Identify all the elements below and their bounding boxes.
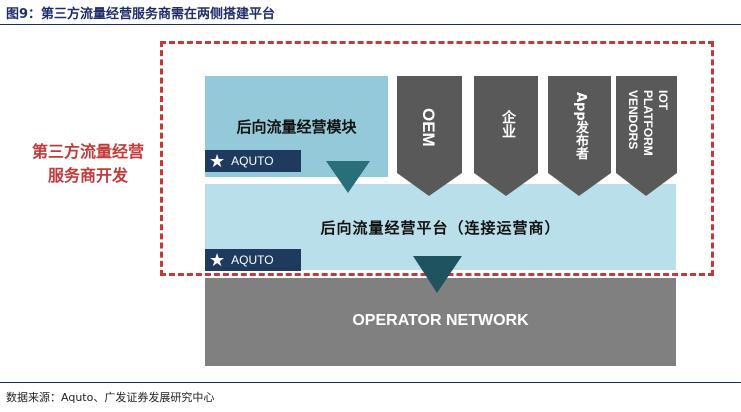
figure-title: 图9：第三方流量经营服务商需在两侧搭建平台 [6, 7, 276, 22]
operator-network-label: OPERATOR NETWORK [352, 312, 529, 329]
footer-divider [0, 382, 741, 383]
star-icon: ★ [209, 151, 226, 171]
partner-iot-vendors-shape [616, 76, 677, 196]
platform-to-network-arrow [413, 256, 462, 293]
partner-enterprise-shape [474, 76, 538, 196]
platform-aquto-badge: ★ AQUTO [205, 249, 301, 271]
backend-traffic-platform-label: 后向流量经营平台（连接运营商） [320, 219, 561, 237]
backend-traffic-module-label: 后向流量经营模块 [236, 118, 357, 136]
developer-scope-label-line2: 服务商开发 [47, 166, 128, 185]
partner-iot-vendors-label: IOT PLATFORM VENDORS [622, 90, 674, 170]
star-icon: ★ [209, 250, 226, 270]
partner-iot-line3: VENDORS [626, 90, 640, 150]
developer-scope-label-line1: 第三方流量经营 [31, 142, 144, 161]
partner-app-publisher-label: App发布者 [573, 92, 588, 160]
developer-scope-label: 第三方流量经营 服务商开发 [18, 140, 158, 188]
partner-oem-shape [397, 76, 462, 196]
partner-iot-line2: PLATFORM [641, 90, 655, 156]
module-aquto-badge: ★ AQUTO [205, 150, 301, 172]
platform-aquto-badge-text: AQUTO [231, 253, 274, 267]
operator-network-box [205, 278, 676, 366]
partner-app-publisher-shape [548, 76, 611, 196]
header-divider [0, 24, 741, 25]
partner-enterprise-label: 企业 [500, 110, 516, 138]
source-note: 数据来源：Aquto、广发证券发展研究中心 [6, 391, 215, 404]
partner-oem-label: OEM [419, 108, 438, 147]
module-aquto-badge-text: AQUTO [231, 154, 274, 168]
partner-iot-line1: IOT [656, 90, 670, 110]
module-to-platform-arrow [326, 161, 370, 193]
